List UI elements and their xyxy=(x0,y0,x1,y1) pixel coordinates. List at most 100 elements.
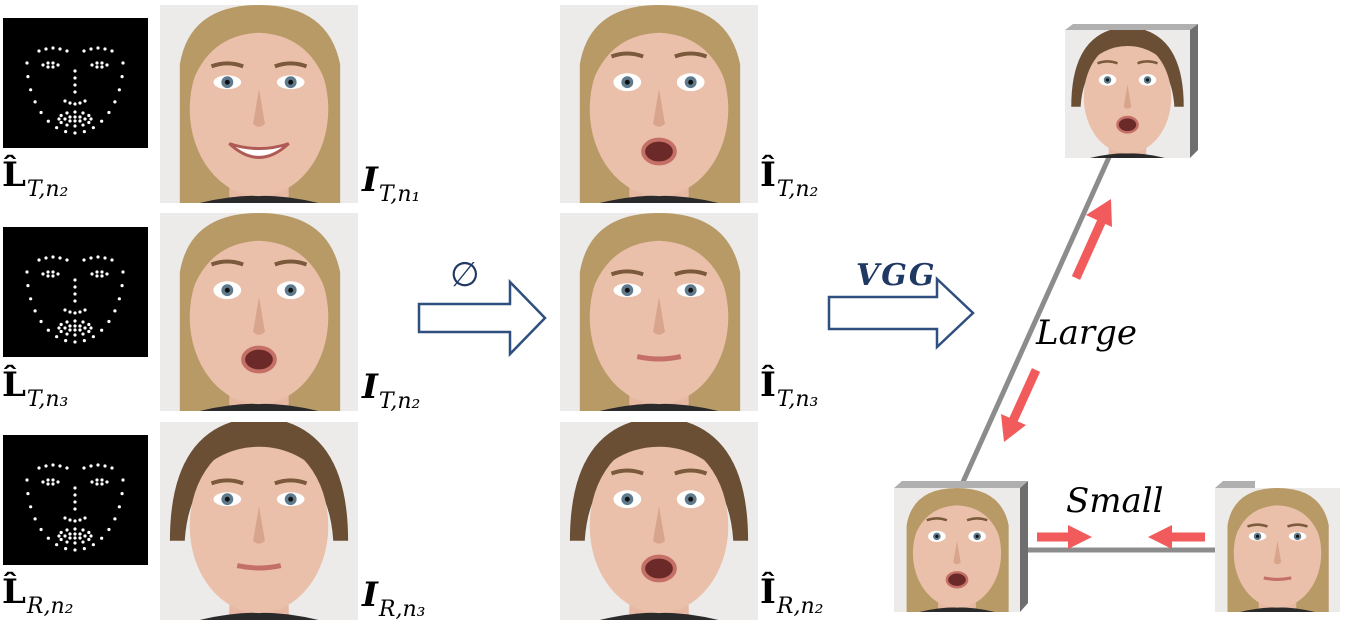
landmark-point xyxy=(100,478,104,482)
landmark-point xyxy=(81,123,85,127)
landmark-point xyxy=(103,464,107,468)
landmark-point xyxy=(83,117,87,121)
landmark-point xyxy=(73,299,77,303)
landmark-point xyxy=(73,493,77,497)
landmark-point xyxy=(46,478,50,482)
landmark-point xyxy=(68,101,72,105)
large-label: Large xyxy=(1036,313,1137,353)
face-portrait xyxy=(560,5,758,203)
landmark-point xyxy=(44,256,48,260)
landmark-point xyxy=(73,90,77,94)
landmark-point xyxy=(82,130,86,134)
landmark-point xyxy=(73,519,77,523)
landmark-point xyxy=(65,540,69,544)
landmark-point xyxy=(73,76,77,80)
landmark-point xyxy=(63,308,67,312)
landmark-point xyxy=(73,102,77,106)
face-portrait xyxy=(1065,30,1190,158)
landmark-point xyxy=(78,536,82,540)
landmark-map-1 xyxy=(3,18,148,148)
landmark-point xyxy=(46,119,50,123)
landmark-point xyxy=(78,310,82,314)
landmark-point xyxy=(117,297,121,301)
landmark-point xyxy=(100,61,104,65)
landmark-point xyxy=(82,547,86,551)
landmark-point xyxy=(68,310,72,314)
landmark-point xyxy=(96,255,100,259)
landmark-point xyxy=(73,507,77,511)
landmark-point xyxy=(83,534,87,538)
landmark-point xyxy=(82,339,86,343)
landmark-point xyxy=(73,292,77,296)
landmark-point xyxy=(65,49,69,53)
landmark-point xyxy=(63,117,67,121)
vgg-label: VGG xyxy=(856,258,937,293)
large-arrow-up xyxy=(1071,199,1112,280)
landmark-point xyxy=(65,123,69,127)
input-label-3: IR,n₃ xyxy=(362,575,426,622)
landmark-point xyxy=(26,492,30,496)
landmark-point xyxy=(96,46,100,50)
landmark-point xyxy=(91,543,95,547)
landmark-point xyxy=(107,527,111,532)
landmark-point xyxy=(95,65,99,69)
landmark-point xyxy=(29,297,33,301)
face-portrait xyxy=(160,213,358,411)
landmark-point xyxy=(105,272,109,276)
landmark-point xyxy=(81,528,85,532)
landmark-point xyxy=(89,47,93,51)
landmark-point xyxy=(73,115,77,119)
landmark-point xyxy=(65,528,69,532)
landmark-point xyxy=(78,328,82,332)
landmark-point xyxy=(59,530,63,535)
landmark-point xyxy=(81,332,85,336)
output-label-2: ÎT,n₃ xyxy=(760,365,819,412)
landmark-point xyxy=(95,274,99,278)
output-face-1 xyxy=(560,5,758,203)
landmark-point xyxy=(51,274,55,278)
landmark-point xyxy=(78,518,82,522)
landmark-point xyxy=(100,536,104,540)
landmark-point xyxy=(83,516,87,520)
landmark-point xyxy=(78,532,82,536)
landmark-point xyxy=(73,541,77,545)
face-portrait xyxy=(560,213,758,411)
input-face-2 xyxy=(160,213,358,411)
landmark-point xyxy=(51,478,55,482)
landmark-point xyxy=(110,466,114,470)
landmark-point xyxy=(89,464,93,468)
vgg-arrow xyxy=(827,276,975,350)
landmark-point xyxy=(81,320,85,324)
landmark-point xyxy=(58,464,62,468)
large-arrow-down xyxy=(1001,368,1041,442)
landmark-point xyxy=(55,335,59,339)
landmark-point xyxy=(59,120,63,125)
landmark-point xyxy=(51,255,55,259)
landmark-point xyxy=(65,320,69,324)
landmark-point xyxy=(68,518,72,522)
landmark-point xyxy=(120,284,124,288)
landmark-point xyxy=(33,100,37,104)
phi-label: ∅ xyxy=(450,255,480,295)
face-portrait xyxy=(894,488,1020,612)
landmark-point xyxy=(113,309,117,313)
landmark-point xyxy=(73,340,77,344)
output-label-1: ÎT,n₂ xyxy=(760,155,819,202)
landmark-point xyxy=(63,99,67,103)
landmark-point xyxy=(46,274,50,278)
landmark-point xyxy=(89,534,93,538)
landmark-point xyxy=(103,47,107,51)
landmark-point xyxy=(46,270,50,274)
landmark-point xyxy=(68,532,72,536)
landmark-point xyxy=(56,272,60,276)
landmark-point xyxy=(73,486,77,490)
landmark-point xyxy=(39,110,43,115)
landmark-point xyxy=(57,117,61,121)
landmark-point xyxy=(78,324,82,328)
landmark-point xyxy=(64,547,68,551)
landmark-point xyxy=(55,126,59,130)
landmark-point xyxy=(59,113,63,118)
landmark-point xyxy=(87,537,91,542)
landmark-point xyxy=(87,322,91,327)
input-face-1 xyxy=(160,5,358,203)
